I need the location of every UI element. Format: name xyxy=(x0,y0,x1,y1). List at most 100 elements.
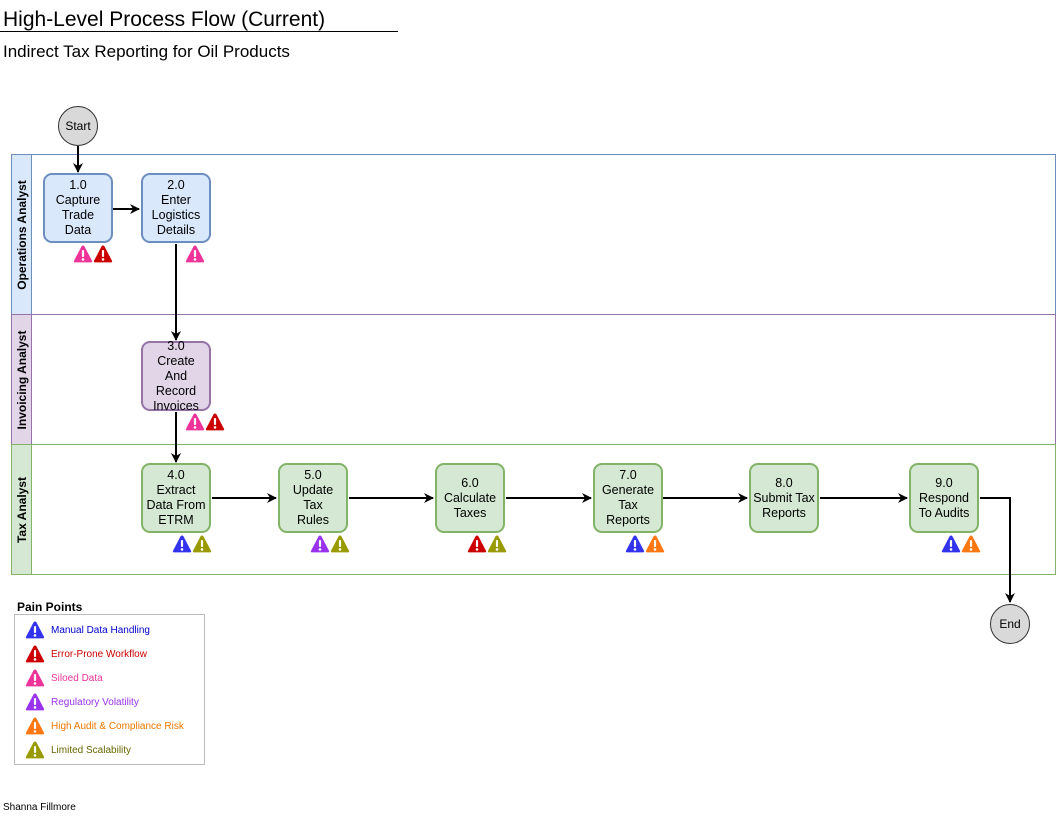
step-label-line: Rules xyxy=(297,513,329,527)
siloed-warning-icon xyxy=(25,669,45,687)
legend-item-siloed: Siloed Data xyxy=(25,667,103,689)
audit-warning-icon xyxy=(645,535,665,553)
scalability-warning-icon xyxy=(330,535,350,553)
regulatory-warning-icon xyxy=(25,693,45,711)
legend-item-scalability: Limited Scalability xyxy=(25,739,131,761)
legend-title: Pain Points xyxy=(17,600,83,614)
step-label-line: Taxes xyxy=(453,505,487,520)
legend-label-siloed: Siloed Data xyxy=(51,672,103,684)
step-label-line: Data From xyxy=(146,498,206,512)
error-warning-icon xyxy=(93,245,113,263)
step-number: 5.0 xyxy=(304,468,322,482)
end-node[interactable]: End xyxy=(990,604,1030,644)
legend-label-manual: Manual Data Handling xyxy=(51,624,150,636)
step-number: 8.0 xyxy=(775,475,793,490)
legend-label-error: Error-Prone Workflow xyxy=(51,648,147,660)
step-number: 2.0 xyxy=(167,178,185,192)
pain-icons-step-2 xyxy=(185,244,205,264)
scalability-warning-icon xyxy=(192,535,212,553)
pain-icons-step-5 xyxy=(310,534,350,554)
audit-warning-icon xyxy=(961,535,981,553)
pain-points-legend: Manual Data Handling Error-Prone Workflo… xyxy=(14,614,205,765)
manual-warning-icon xyxy=(172,535,192,553)
title-underline xyxy=(0,31,398,32)
legend-item-audit: High Audit & Compliance Risk xyxy=(25,715,184,737)
step-label-line: Details xyxy=(156,223,196,237)
step-label-line: Logistics xyxy=(151,208,201,222)
pain-icons-step-3 xyxy=(185,412,225,432)
regulatory-warning-icon xyxy=(310,535,330,553)
pain-icons-step-4 xyxy=(172,534,212,554)
pain-icons-step-7 xyxy=(625,534,665,554)
audit-warning-icon xyxy=(25,717,45,735)
step-label-line: Update Tax xyxy=(292,483,334,512)
step-label-line: Tax xyxy=(618,498,638,512)
error-warning-icon xyxy=(205,413,225,431)
diagram-subtitle: Indirect Tax Reporting for Oil Products xyxy=(3,42,290,61)
legend-item-manual: Manual Data Handling xyxy=(25,619,150,641)
lane-header-operations: Operations Analyst xyxy=(12,155,32,314)
start-node[interactable]: Start xyxy=(58,106,98,146)
step-label-line: Create And xyxy=(157,353,195,383)
step-number: 7.0 xyxy=(619,468,637,482)
siloed-warning-icon xyxy=(185,413,205,431)
lane-header-invoicing: Invoicing Analyst xyxy=(12,315,32,444)
scalability-warning-icon xyxy=(487,535,507,553)
step-label-line: Calculate xyxy=(443,490,497,505)
step-label-line: Record xyxy=(155,383,197,398)
siloed-warning-icon xyxy=(185,245,205,263)
step-label-line: To Audits xyxy=(918,505,970,520)
siloed-warning-icon xyxy=(73,245,93,263)
legend-item-regulatory: Regulatory Volatility xyxy=(25,691,139,713)
step-label-line: Respond xyxy=(918,490,970,505)
pain-icons-step-6 xyxy=(467,534,507,554)
step-label-line: Trade Data xyxy=(61,208,95,237)
manual-warning-icon xyxy=(941,535,961,553)
lane-header-tax: Tax Analyst xyxy=(12,445,32,574)
diagram-title: High-Level Process Flow (Current) xyxy=(3,8,326,31)
scalability-warning-icon xyxy=(25,741,45,759)
step-label-line: Capture xyxy=(55,193,101,207)
step-number: 9.0 xyxy=(935,475,953,490)
author-name: Shanna Fillmore xyxy=(3,802,76,813)
step-number: 4.0 xyxy=(167,468,185,482)
step-number: 6.0 xyxy=(461,475,479,490)
legend-label-audit: High Audit & Compliance Risk xyxy=(51,720,184,732)
step-label-line: Submit Tax xyxy=(753,490,815,505)
connector-9-to-end xyxy=(980,497,1015,603)
step-label-line: Reports xyxy=(606,513,650,527)
step-number: 1.0 xyxy=(69,178,87,192)
error-warning-icon xyxy=(25,645,45,663)
step-number: 3.0 xyxy=(167,338,185,353)
legend-item-error: Error-Prone Workflow xyxy=(25,643,147,665)
legend-label-regulatory: Regulatory Volatility xyxy=(51,696,139,708)
step-label-line: Generate xyxy=(601,483,655,497)
error-warning-icon xyxy=(467,535,487,553)
swimlane-tax-analyst: Tax Analyst xyxy=(11,444,1056,575)
manual-warning-icon xyxy=(25,621,45,639)
pain-icons-step-9 xyxy=(941,534,981,554)
step-label-line: Invoices xyxy=(153,398,199,413)
manual-warning-icon xyxy=(625,535,645,553)
legend-label-scalability: Limited Scalability xyxy=(51,744,132,756)
step-label-line: Reports xyxy=(762,505,806,520)
